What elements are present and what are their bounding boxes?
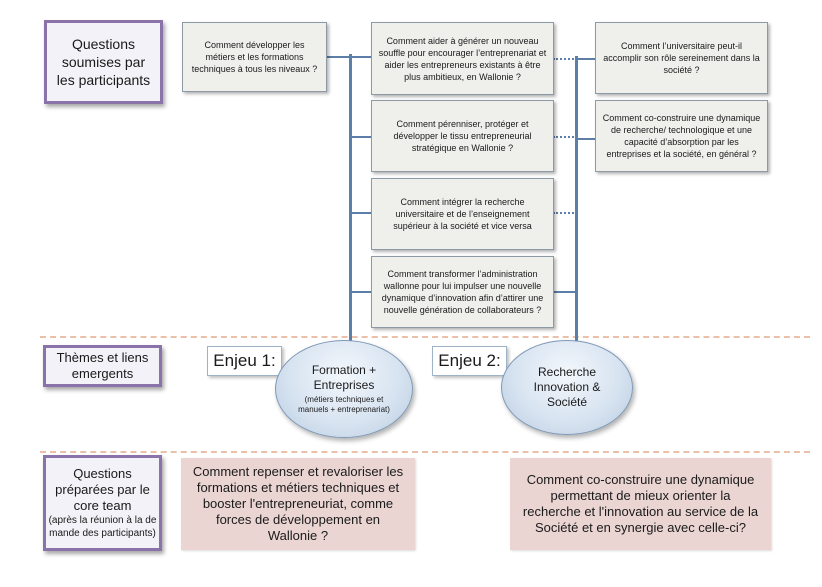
theme-subtitle: (métiers techniques et manuels + entrepr… (298, 395, 390, 414)
enjeu1-label: Enjeu 1: (207, 346, 282, 376)
connector-q4 (350, 212, 372, 214)
question-box-tissu-entrepreneurial: Comment pérenniser, protéger et développ… (371, 100, 554, 172)
label-themes: Thèmes et liens emergents (43, 345, 162, 387)
question-text: Comment co-construire une dynamique de r… (602, 113, 761, 159)
enjeu2-label: Enjeu 2: (432, 346, 507, 376)
core-question-text: Comment co-construire une dynamique perm… (522, 472, 759, 535)
theme-title: Recherche Innovation & Société (533, 365, 601, 409)
label-questions-core-main: Questions préparées par le core team (55, 466, 150, 513)
dotted-link-q4 (553, 212, 577, 214)
connector-q5-right (553, 291, 577, 293)
core-question-box-recherche: Comment co-construire une dynamique perm… (510, 458, 771, 550)
question-box-co-construire: Comment co-construire une dynamique de r… (595, 100, 768, 172)
connector-trunk-enjeu2 (575, 56, 578, 356)
label-questions-core-note: (après la réunion à la de mande des part… (48, 515, 157, 539)
core-question-box-formations: Comment repenser et revaloriser les form… (181, 458, 415, 550)
label-themes-text: Thèmes et liens emergents (56, 350, 149, 381)
question-text: Comment transformer l’administration wal… (381, 269, 544, 315)
dotted-link-q3 (553, 136, 577, 138)
connector-q2 (350, 56, 372, 58)
connector-q1 (327, 56, 372, 58)
theme-ellipse-recherche-innovation: Recherche Innovation & Société (501, 340, 633, 435)
core-question-text: Comment repenser et revaloriser les form… (192, 464, 404, 543)
theme-ellipse-formation-entreprises: Formation + Entreprises (métiers techniq… (275, 340, 413, 438)
question-text: Comment pérenniser, protéger et développ… (393, 119, 532, 153)
question-box-entreprenariat: Comment aider à générer un nouveau souff… (371, 22, 554, 95)
label-questions-participants-text: Questions soumises par les participants (56, 36, 151, 88)
enjeu2-label-text: Enjeu 2: (438, 351, 501, 370)
question-text: Comment intégrer la recherche universita… (393, 197, 532, 231)
question-text: Comment développer les métiers et les fo… (191, 40, 318, 74)
question-text: Comment l’universitaire peut-il accompli… (603, 41, 760, 75)
connector-trunk-enjeu1 (349, 54, 352, 354)
label-questions-participants: Questions soumises par les participants (44, 20, 163, 104)
connector-q7 (576, 138, 596, 140)
theme-title: Formation + Entreprises (311, 363, 377, 392)
dotted-link-q2 (553, 58, 577, 60)
question-box-recherche-universitaire: Comment intégrer la recherche universita… (371, 178, 554, 250)
connector-q6 (576, 58, 596, 60)
separator-top (40, 336, 810, 338)
connector-q3 (350, 136, 372, 138)
question-box-administration: Comment transformer l’administration wal… (371, 256, 554, 328)
enjeu1-label-text: Enjeu 1: (213, 351, 276, 370)
connector-q5 (350, 291, 372, 293)
label-questions-core-team: Questions préparées par le core team (ap… (43, 455, 162, 551)
separator-bottom (40, 451, 810, 453)
question-box-universitaire: Comment l’universitaire peut-il accompli… (595, 22, 768, 94)
question-text: Comment aider à générer un nouveau souff… (378, 35, 547, 82)
question-box-metiers: Comment développer les métiers et les fo… (182, 22, 327, 92)
